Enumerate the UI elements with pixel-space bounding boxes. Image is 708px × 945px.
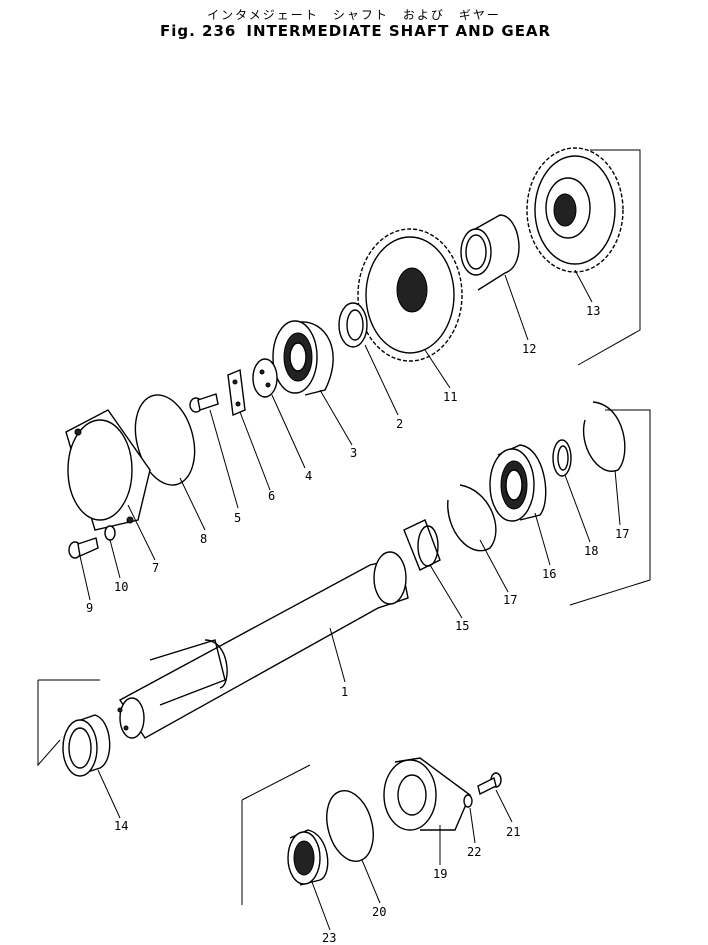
plate-4	[252, 358, 278, 398]
callout-14: 14	[114, 819, 128, 833]
callout-15: 15	[455, 619, 469, 633]
gear-13	[526, 147, 624, 273]
callout-12: 12	[522, 342, 536, 356]
ring-2	[338, 302, 368, 348]
callout-7: 7	[152, 561, 159, 575]
callout-1: 1	[341, 685, 348, 699]
callout-2: 2	[396, 417, 403, 431]
lockplate-6	[227, 368, 246, 417]
figure-title: Fig. 236 INTERMEDIATE SHAFT AND GEAR	[160, 22, 561, 40]
callout-16: 16	[542, 567, 556, 581]
housing-19	[383, 757, 471, 831]
callout-labels: 1 2 3 4 5 6 7 8 9 10 11 12 13 14 15 16 1…	[86, 304, 629, 945]
callout-17b: 17	[615, 527, 629, 541]
sleeve-12	[460, 214, 520, 291]
callout-9: 9	[86, 601, 93, 615]
callout-23: 23	[322, 931, 336, 945]
callout-10: 10	[114, 580, 128, 594]
snapring-17b	[582, 401, 626, 472]
callout-22: 22	[467, 845, 481, 859]
gear-11	[357, 228, 463, 362]
oring-20	[326, 790, 374, 862]
washer-10	[104, 525, 116, 541]
shaft-1	[117, 551, 409, 739]
callout-5: 5	[234, 511, 241, 525]
bearing-23	[287, 829, 329, 886]
callout-21: 21	[506, 825, 520, 839]
callout-20: 20	[372, 905, 386, 919]
bolt-5	[189, 393, 219, 413]
callout-6: 6	[268, 489, 275, 503]
callout-19: 19	[433, 867, 447, 881]
bolt-21	[477, 772, 502, 796]
bearing-3	[272, 320, 334, 396]
title-japanese: インタメジェート シャフト および ギヤー	[207, 8, 501, 22]
figure-number: Fig. 236	[160, 22, 237, 40]
callout-13: 13	[586, 304, 600, 318]
callout-8: 8	[200, 532, 207, 546]
callout-3: 3	[350, 446, 357, 460]
callout-18: 18	[584, 544, 598, 558]
callout-17a: 17	[503, 593, 517, 607]
washer-22	[463, 794, 473, 808]
ring-18	[552, 439, 572, 477]
cover-7	[65, 409, 151, 531]
oring-8	[134, 394, 196, 486]
leader-lines	[79, 269, 621, 931]
snapring-17a	[447, 484, 497, 552]
group-brackets	[37, 149, 651, 905]
figure-caption: INTERMEDIATE SHAFT AND GEAR	[246, 22, 552, 40]
collar-15	[403, 519, 441, 571]
bolt-9	[68, 537, 99, 559]
callout-4: 4	[305, 469, 312, 483]
bushing-14	[62, 714, 111, 777]
bearing-16	[489, 444, 547, 522]
callout-11: 11	[443, 390, 457, 404]
